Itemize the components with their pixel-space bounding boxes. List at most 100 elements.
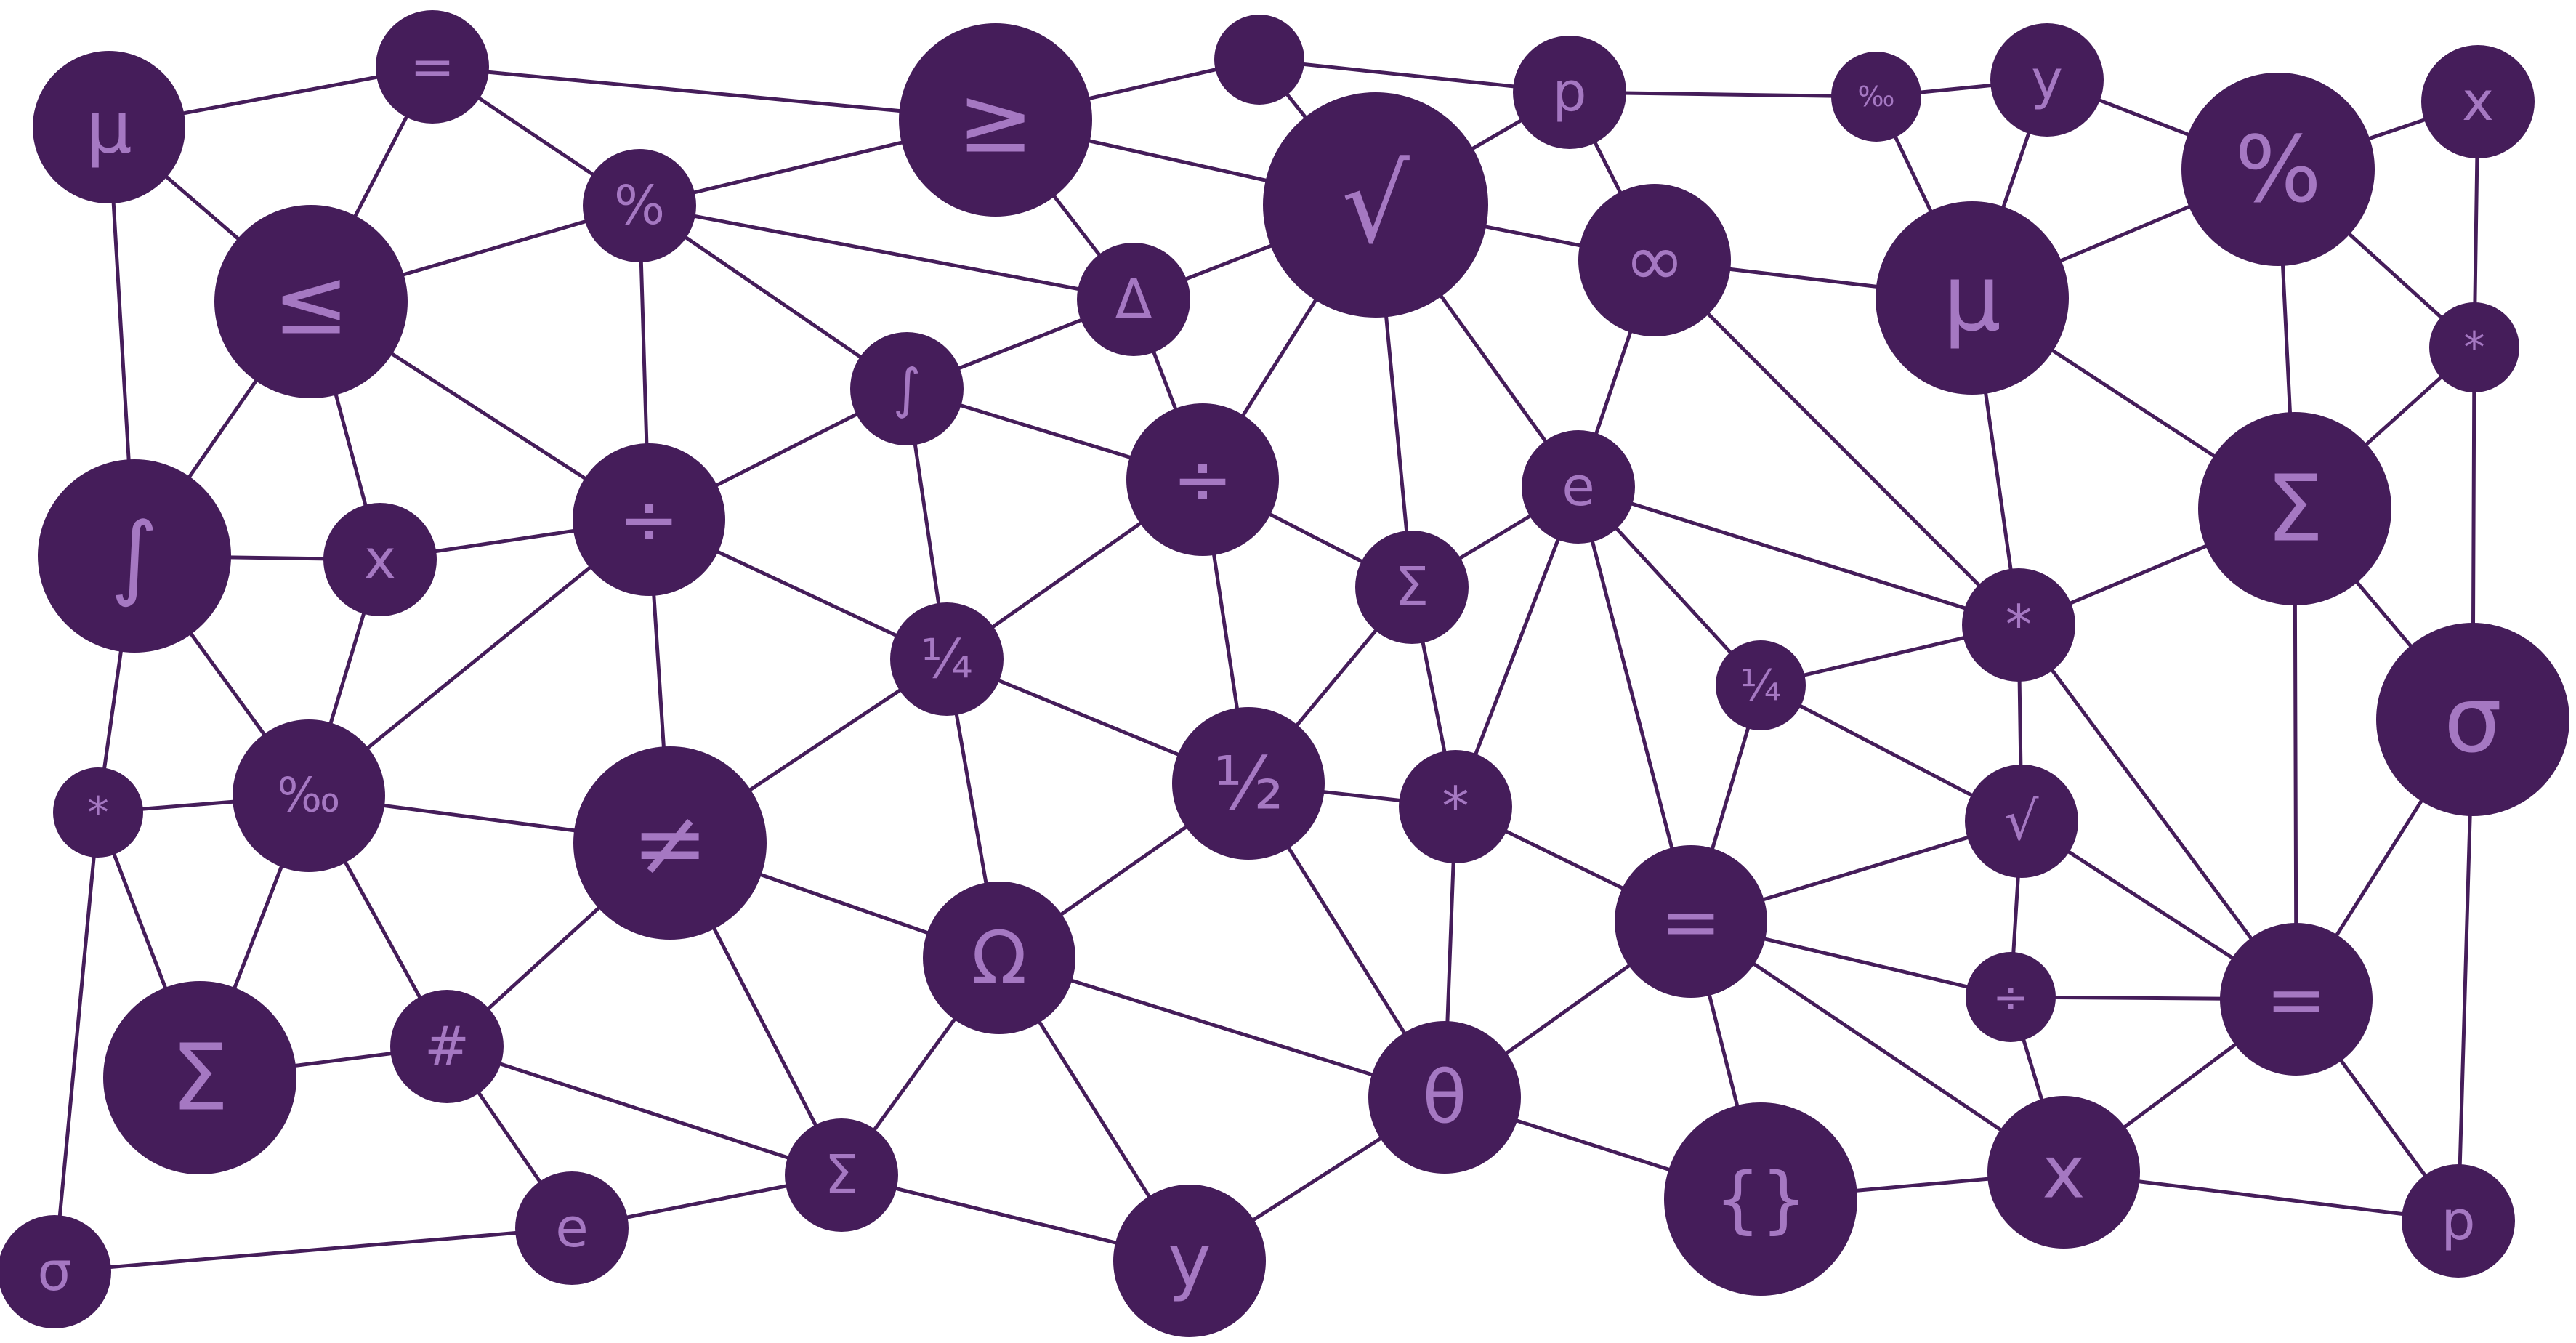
node-y-top: y xyxy=(1990,23,2104,137)
node-sqrt-small: √ xyxy=(1965,765,2078,878)
node-circle xyxy=(583,149,696,262)
node-symbol: ∫ xyxy=(893,358,921,420)
node-circle xyxy=(1831,52,1921,142)
edge-e-mid-asterisk-center xyxy=(1453,485,1580,809)
node-circle xyxy=(1990,23,2104,137)
node-quarter-1: ¼ xyxy=(890,602,1004,716)
node-quarter-2: ¼ xyxy=(1716,640,1806,730)
node-circle xyxy=(850,332,964,445)
node-symbol: x xyxy=(364,528,396,591)
node-circle xyxy=(33,51,185,203)
node-circle xyxy=(1355,531,1469,644)
node-symbol: ‰ xyxy=(277,769,340,823)
node-symbol: ∫ xyxy=(110,503,158,610)
node-symbol: θ xyxy=(1422,1055,1466,1140)
node-symbol: √ xyxy=(1341,143,1410,267)
node-circle xyxy=(2376,623,2569,816)
node-symbol: e xyxy=(555,1197,589,1259)
node-circle xyxy=(1876,201,2069,395)
node-circle xyxy=(1578,184,1731,336)
node-circle xyxy=(1615,845,1767,998)
node-symbol: ½ xyxy=(1214,741,1284,826)
node-infinity: ∞ xyxy=(1578,184,1731,336)
node-circle xyxy=(214,205,408,398)
node-symbol: y xyxy=(2031,49,2063,111)
node-e-mid: e xyxy=(1522,430,1635,544)
node-circle xyxy=(38,459,231,653)
node-percent-1: % xyxy=(583,149,696,262)
node-circle xyxy=(1368,1021,1521,1174)
node-dot-top xyxy=(1214,15,1304,105)
node-circle xyxy=(1077,243,1190,356)
node-asterisk-left: * xyxy=(53,767,143,858)
node-symbol: p xyxy=(1553,61,1587,124)
edge-asterisk-mid-right-equals-right xyxy=(2016,623,2298,1001)
edge-hash-sum-bottom xyxy=(445,1044,844,1177)
node-hash: # xyxy=(390,990,504,1103)
node-leq: ≤ xyxy=(214,205,408,398)
node-circle xyxy=(1513,36,1626,149)
node-geq: ≥ xyxy=(899,23,1092,217)
node-circle xyxy=(899,23,1092,217)
node-symbol: e xyxy=(1562,456,1595,518)
node-x-bottom: x xyxy=(1987,1096,2140,1249)
edge-percent-1-delta xyxy=(637,203,1136,302)
node-symbol: ¼ xyxy=(1740,661,1781,711)
node-circle xyxy=(233,719,385,872)
node-p-bottom: p xyxy=(2402,1164,2515,1278)
node-circle xyxy=(390,990,504,1103)
node-symbol: ‰ xyxy=(1858,81,1895,113)
node-x-left: x xyxy=(323,503,437,616)
node-y-bottom: y xyxy=(1113,1185,1266,1337)
node-divide-small: ÷ xyxy=(1966,952,2056,1042)
node-circle xyxy=(1172,707,1325,860)
node-integral-left: ∫ xyxy=(38,459,231,653)
node-symbol: ÷ xyxy=(1992,972,2028,1023)
node-symbol: ≤ xyxy=(272,249,350,355)
node-circle xyxy=(1399,750,1512,863)
node-p-top: p xyxy=(1513,36,1626,149)
node-equals-right: = xyxy=(2220,923,2373,1076)
node-x-top: x xyxy=(2421,45,2535,158)
node-circle xyxy=(2181,73,2375,266)
edge-e-bottom-sigma-left xyxy=(52,1226,574,1274)
node-symbol: ÷ xyxy=(1172,437,1233,523)
node-symbol: = xyxy=(410,36,455,98)
node-symbol: Σ xyxy=(1395,556,1429,618)
node-symbol: μ xyxy=(86,85,132,170)
node-mu-1: μ xyxy=(33,51,185,203)
node-circle xyxy=(2402,1164,2515,1278)
node-circle xyxy=(2220,923,2373,1076)
edge-infinity-asterisk-mid-right xyxy=(1652,258,2021,627)
node-permille-top: ‰ xyxy=(1831,52,1921,142)
node-symbol: Σ xyxy=(825,1144,859,1206)
node-symbol: σ xyxy=(38,1241,72,1303)
node-e-bottom: e xyxy=(515,1171,629,1285)
node-circle xyxy=(1522,430,1635,544)
node-symbol: {} xyxy=(1714,1157,1806,1242)
node-circle xyxy=(890,602,1004,716)
node-circle xyxy=(323,503,437,616)
node-circle xyxy=(103,981,296,1174)
node-symbol: x xyxy=(2462,70,2494,133)
node-symbol: x xyxy=(2042,1130,2085,1215)
node-symbol: ¼ xyxy=(921,628,973,690)
node-circle xyxy=(376,10,489,124)
node-omega: Ω xyxy=(923,882,1075,1034)
node-equals-center: = xyxy=(1615,845,1767,998)
node-symbol: μ xyxy=(1943,245,2001,352)
node-permille-left: ‰ xyxy=(233,719,385,872)
node-circle xyxy=(2429,302,2519,392)
node-symbol: * xyxy=(2463,323,2485,373)
node-symbol: Σ xyxy=(171,1025,229,1132)
node-sum-small: Σ xyxy=(1355,531,1469,644)
node-symbol: Σ xyxy=(2266,456,2324,562)
node-sigma-left: σ xyxy=(0,1215,111,1328)
node-circle xyxy=(1966,952,2056,1042)
node-half: ½ xyxy=(1172,707,1325,860)
node-symbol: = xyxy=(2266,957,2327,1042)
node-symbol: Ω xyxy=(972,916,1027,1001)
edge-omega-theta xyxy=(997,956,1447,1100)
node-circle xyxy=(573,746,767,940)
